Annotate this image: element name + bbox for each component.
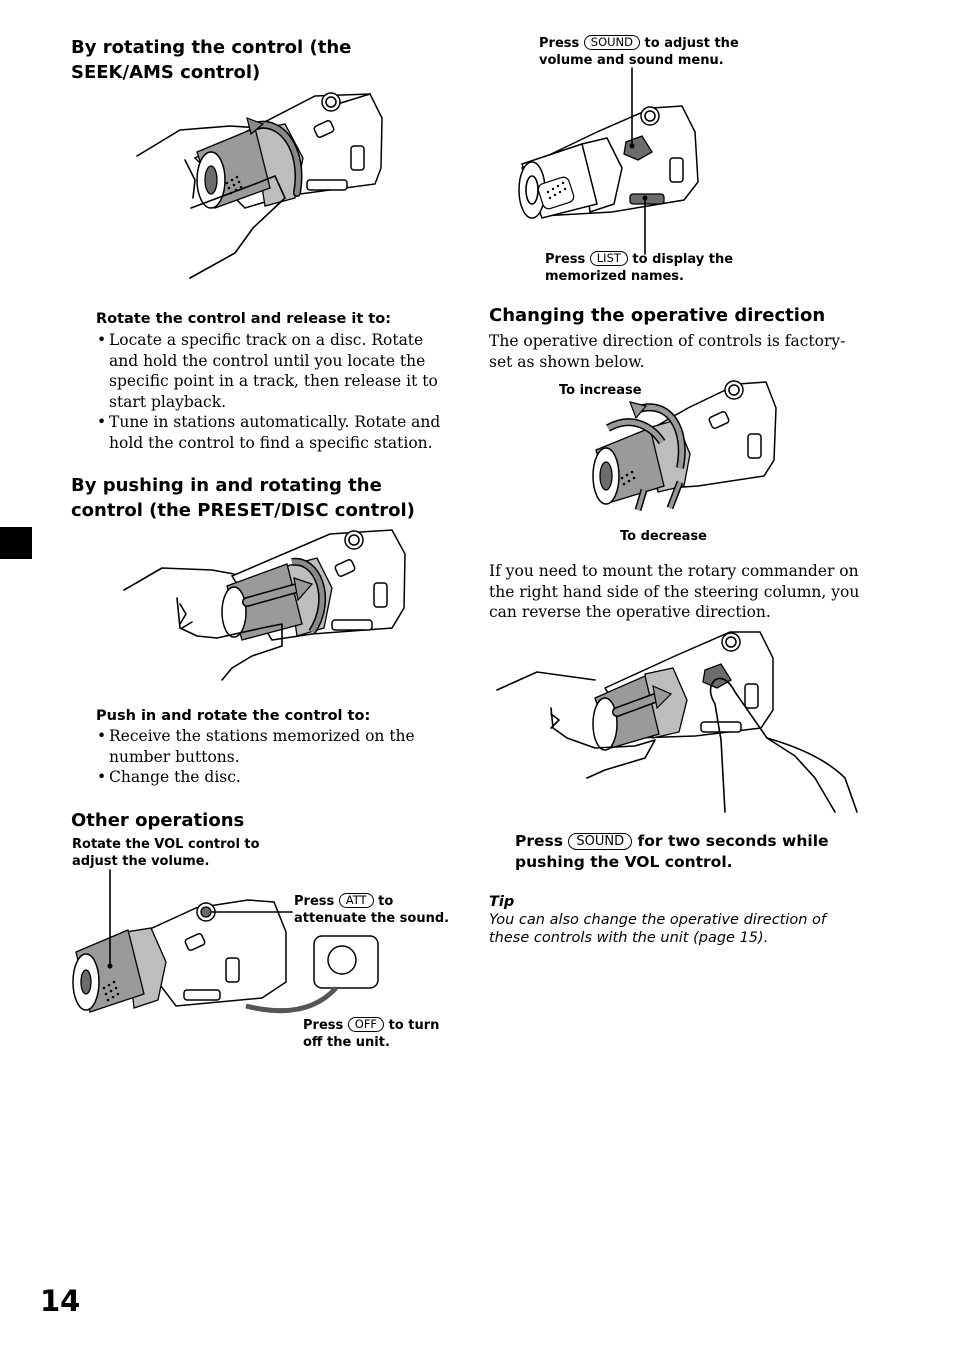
subheading-rotate: Rotate the control and release it to: <box>96 311 391 327</box>
caption-text: to attenuate the sound. <box>294 894 450 926</box>
list-push-rotate: Receive the stations memorized on the nu… <box>97 726 447 788</box>
caption-vol-control: Rotate the VOL control to adjust the vol… <box>72 837 260 869</box>
illustration-reverse-direction <box>496 631 858 813</box>
illustration-sound-list <box>518 67 699 255</box>
list-item: Locate a specific track on a disc. Rotat… <box>97 330 453 412</box>
paragraph-factory-set: The operative direction of controls is f… <box>489 332 846 371</box>
list-item: Change the disc. <box>97 767 447 788</box>
caption-off: Press OFF to turn off the unit. <box>303 1017 463 1051</box>
list-item: Receive the stations memorized on the nu… <box>97 726 447 767</box>
chapter-tab <box>0 527 32 559</box>
caption-text: Press <box>303 1018 344 1033</box>
illustration-direction <box>592 380 777 512</box>
tip-text: You can also change the operative direct… <box>489 912 827 946</box>
caption-text: Press <box>545 252 586 267</box>
heading-preset-disc: By pushing in and rotating the control (… <box>71 475 415 521</box>
caption-text: to turn off the unit. <box>303 1018 440 1050</box>
caption-text: to display the memorized names. <box>545 252 734 284</box>
caption-att: Press ATT to attenuate the sound. <box>294 893 464 927</box>
label-to-increase: To increase <box>559 383 642 398</box>
off-button-label: OFF <box>347 1017 385 1032</box>
list-button-label: LIST <box>589 251 628 266</box>
paragraph-reverse-direction: If you need to mount the rotary commande… <box>489 562 860 621</box>
list-item: Tune in stations automatically. Rotate a… <box>97 412 453 453</box>
sound-button-label: SOUND <box>583 35 640 50</box>
sound-button-label: SOUND <box>568 833 633 850</box>
caption-text: for two seconds while pushing the VOL co… <box>515 832 829 871</box>
caption-text: to adjust the volume and sound menu. <box>539 36 739 68</box>
heading-seek-ams: By rotating the control (the SEEK/AMS co… <box>71 37 352 83</box>
heading-operative-direction: Changing the operative direction <box>489 305 826 326</box>
heading-other-operations: Other operations <box>71 810 245 831</box>
tip-label: Tip <box>489 894 515 910</box>
caption-text: Press <box>539 36 580 51</box>
caption-sound-two-seconds: Press SOUND for two seconds while pushin… <box>515 831 855 873</box>
caption-text: Press <box>294 894 335 909</box>
list-rotate: Locate a specific track on a disc. Rotat… <box>97 330 453 453</box>
subheading-push-rotate: Push in and rotate the control to: <box>96 708 371 724</box>
label-to-decrease: To decrease <box>620 529 707 544</box>
caption-sound: Press SOUND to adjust the volume and sou… <box>539 35 759 69</box>
caption-text: Press <box>515 832 563 850</box>
page-number: 14 <box>40 1284 81 1318</box>
illustration-push-rotate <box>123 529 406 681</box>
att-button-label: ATT <box>338 893 374 908</box>
illustration-other-operations <box>72 869 379 1014</box>
illustration-rotate-control <box>136 92 383 279</box>
caption-list: Press LIST to display the memorized name… <box>545 251 765 285</box>
